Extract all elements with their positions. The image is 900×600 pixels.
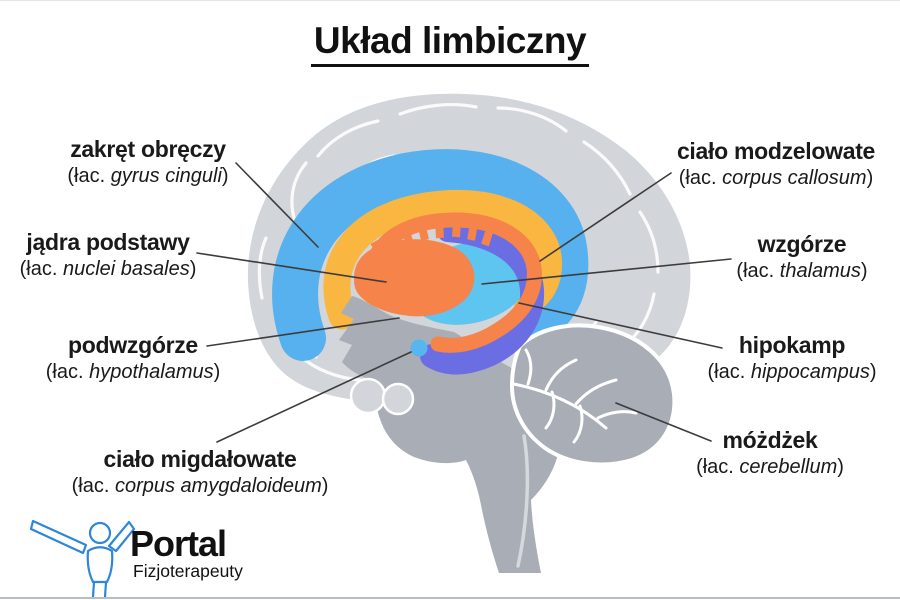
structure-name: podwzgórze	[68, 332, 198, 358]
latin-abbr: (łac.	[707, 361, 746, 384]
logo-figure	[29, 519, 136, 599]
leader-mozdzek	[615, 402, 712, 442]
latin-name: corpus callosum	[722, 167, 867, 190]
leader-hipokamp	[518, 302, 723, 349]
structure-name: móżdżek	[722, 427, 818, 453]
structure-name: zakręt obręczy	[70, 136, 226, 162]
latin-name: hippocampus	[750, 361, 870, 384]
structure-latin: (łac. hypothalamus)	[8, 358, 258, 387]
label-mozdzek: móżdżek (łac. cerebellum)	[660, 427, 880, 482]
structure-name: jądra podstawy	[26, 229, 190, 255]
structure-latin: (łac. corpus amygdaloideum)	[55, 472, 345, 501]
logo-legs	[91, 580, 108, 599]
logo-right-arm	[107, 520, 136, 553]
latin-close: )	[321, 475, 329, 498]
leader-lines	[196, 162, 732, 443]
latin-name: gyrus cinguli	[110, 165, 222, 188]
structure-latin: (łac. nuclei basales)	[0, 255, 216, 284]
latin-abbr: (łac.	[45, 361, 84, 384]
latin-close: )	[221, 165, 229, 188]
latin-abbr: (łac.	[736, 260, 775, 283]
cerebellum-shape	[509, 323, 677, 467]
leader-zakret-obreczy	[235, 162, 319, 248]
latin-close: )	[189, 258, 197, 281]
latin-close: )	[213, 361, 221, 384]
logo-torso	[86, 546, 114, 584]
latin-name: cerebellum	[739, 456, 838, 479]
fornix-arc-highlight	[364, 212, 542, 353]
latin-abbr: (łac.	[67, 165, 106, 188]
label-podwzgorze: podwzgórze (łac. hypothalamus)	[8, 332, 258, 387]
label-wzgorze: wzgórze (łac. thalamus)	[692, 231, 900, 286]
corpus-callosum-highlight	[323, 189, 563, 330]
latin-close: )	[869, 361, 877, 384]
image-top-border	[0, 0, 900, 1]
structure-latin: (łac. cerebellum)	[660, 453, 880, 482]
logo-left-arm	[29, 519, 88, 555]
latin-close: )	[860, 260, 868, 283]
structure-latin: (łac. corpus callosum)	[656, 164, 896, 193]
structure-latin: (łac. thalamus)	[692, 257, 900, 286]
label-zakret-obreczy: zakręt obręczy (łac. gyrus cinguli)	[28, 136, 268, 191]
leader-wzgorze	[481, 258, 732, 285]
latin-name: nuclei basales	[62, 258, 190, 281]
latin-abbr: (łac.	[19, 258, 58, 281]
latin-abbr: (łac.	[71, 475, 110, 498]
image-bottom-border	[0, 597, 900, 599]
hippocampus-highlight	[420, 218, 545, 375]
page-title-text: Układ limbiczny	[310, 20, 590, 67]
structure-name: ciało migdałowate	[103, 446, 297, 472]
logo-subtitle: Fizjoterapeuty	[133, 561, 243, 581]
cerebellum-arbor-vitae	[512, 348, 638, 444]
structure-name: ciało modzelowate	[676, 138, 876, 164]
structure-latin: (łac. gyrus cinguli)	[28, 162, 268, 191]
brainstem-shape	[339, 296, 560, 573]
latin-close: )	[837, 456, 844, 479]
leader-cialo-migdalowate	[216, 351, 412, 443]
leader-jadra-podstawy	[196, 252, 387, 283]
page-title: Układ limbiczny	[0, 20, 900, 67]
basal-ganglia-highlight	[354, 239, 475, 317]
temporal-pole-bumps	[349, 377, 415, 416]
structure-name: wzgórze	[757, 231, 847, 257]
latin-abbr: (łac.	[678, 167, 717, 190]
label-cialo-modzelowate: ciało modzelowate (łac. corpus callosum)	[656, 138, 896, 193]
label-hipokamp: hipokamp (łac. hippocampus)	[682, 332, 900, 387]
latin-close: )	[866, 167, 874, 190]
label-jadra-podstawy: jądra podstawy (łac. nuclei basales)	[0, 229, 216, 284]
brainstem-cerebellum-divider	[516, 434, 530, 568]
latin-name: hypothalamus	[89, 361, 214, 384]
logo-head	[88, 521, 112, 545]
leader-cialo-modzelowate	[539, 172, 672, 262]
structure-name: hipokamp	[738, 332, 846, 358]
latin-name: thalamus	[779, 260, 861, 283]
structure-latin: (łac. hippocampus)	[682, 358, 900, 387]
latin-name: corpus amygdaloideum	[114, 475, 322, 498]
leader-podwzgorze	[206, 317, 400, 347]
logo-brand: Portal	[130, 523, 227, 564]
label-cialo-migdalowate: ciało migdałowate (łac. corpus amygdaloi…	[55, 446, 345, 501]
amygdala-highlight	[410, 339, 428, 357]
latin-abbr: (łac.	[696, 456, 734, 479]
